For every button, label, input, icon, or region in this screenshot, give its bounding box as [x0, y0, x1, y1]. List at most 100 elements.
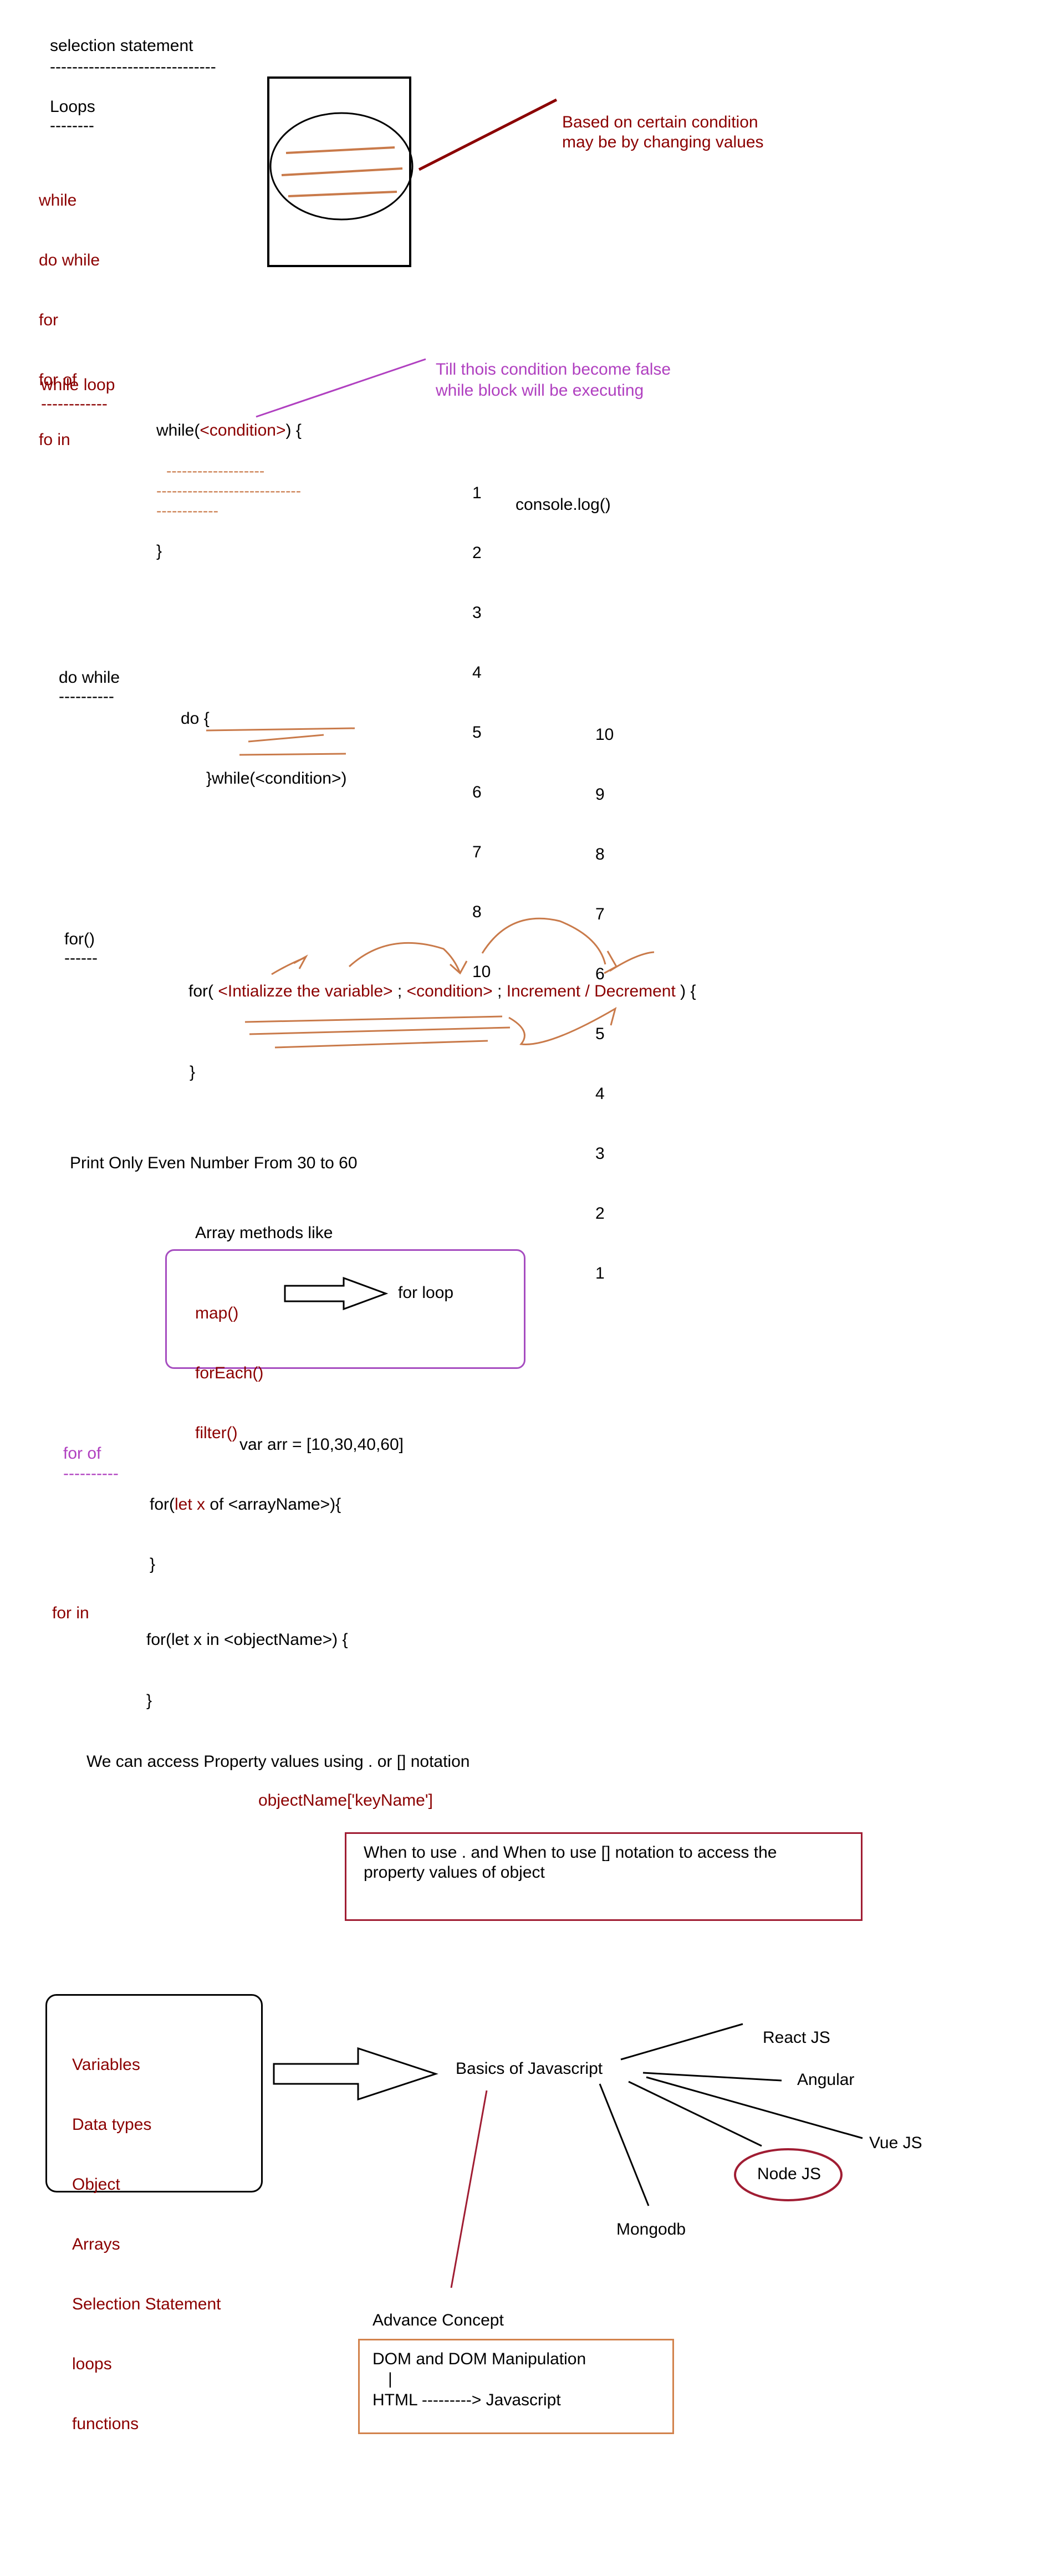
for-keyword: for( — [188, 982, 218, 1000]
output-number: 8 — [595, 845, 605, 863]
loop-type-item: for — [39, 311, 59, 329]
for-arrow-3 — [481, 917, 606, 965]
array-method-item: forEach() — [195, 1364, 264, 1382]
for-heading: for() — [64, 930, 95, 948]
selection-title: selection statement — [50, 37, 193, 55]
for-increment: Increment / Decrement — [506, 982, 676, 1000]
while-rule: ------------ — [41, 395, 108, 413]
advance-line2: HTML ---------> Javascript — [372, 2391, 561, 2409]
while-console-log: console.log() — [516, 495, 611, 514]
while-body-dash-3: ------------ — [156, 502, 218, 519]
for-of-heading: for of — [63, 1444, 101, 1463]
loops-heading: Loops — [50, 98, 95, 116]
for-arrow-2 — [348, 942, 461, 974]
output-number: 2 — [472, 544, 482, 562]
output-number: 4 — [595, 1085, 605, 1103]
loop-type-item: while — [39, 191, 77, 209]
for-body-stroke-2 — [249, 1026, 511, 1035]
basics-topic-item: loops — [72, 2355, 112, 2373]
property-access-line: We can access Property values using . or… — [86, 1752, 470, 1771]
for-code-open: for( <Intializze the variable> ; <condit… — [188, 983, 696, 1000]
for-of-let-x: let x — [175, 1495, 206, 1514]
output-number: 1 — [472, 484, 482, 502]
array-methods-title: Array methods like — [195, 1224, 333, 1242]
output-number: 7 — [595, 905, 605, 923]
array-method-item: map() — [195, 1304, 239, 1322]
while-heading: while loop — [41, 376, 115, 394]
loop-note-pointer — [418, 98, 558, 171]
output-number: 3 — [595, 1144, 605, 1163]
loop-stroke-3 — [288, 191, 397, 197]
basics-topic-item: functions — [72, 2415, 139, 2433]
for-arrow-4 — [609, 951, 655, 972]
branch-vue-label: Vue JS — [869, 2134, 922, 2152]
branch-mongodb — [599, 2083, 650, 2206]
branch-mongodb-label: Mongodb — [616, 2220, 686, 2238]
while-body-dash-1: ------------------- — [166, 462, 265, 479]
selection-title-rule: ------------------------------ — [50, 58, 216, 76]
branch-node — [628, 2081, 762, 2147]
loops-note-line2: may be by changing values — [562, 133, 764, 151]
basics-topics-list: Variables Data types Object Arrays Selec… — [72, 2015, 221, 2454]
branch-node-label: Node JS — [757, 2165, 821, 2183]
basics-center: Basics of Javascript — [456, 2059, 603, 2078]
for-code-close: } — [190, 1063, 196, 1081]
output-number: 7 — [472, 843, 482, 861]
do-while-rule: ---------- — [59, 687, 114, 706]
for-in-code-close: } — [146, 1691, 152, 1710]
output-number: 5 — [595, 1025, 605, 1043]
for-body-stroke-3 — [274, 1040, 488, 1049]
print-even-task: Print Only Even Number From 30 to 60 — [70, 1154, 358, 1172]
do-while-output-numbers: 10 9 8 7 6 5 4 3 2 1 — [595, 685, 614, 1304]
loop-stroke-2 — [281, 167, 403, 176]
basics-arrow — [273, 2047, 438, 2101]
loop-stroke-1 — [285, 146, 395, 154]
output-number: 5 — [472, 723, 482, 742]
do-stroke-3 — [239, 753, 346, 756]
while-open-brace: ) { — [285, 421, 302, 439]
property-question-box — [345, 1832, 863, 1921]
output-number: 8 — [472, 903, 482, 921]
basics-topic-item: Object — [72, 2175, 120, 2194]
for-sep-2: ; — [492, 982, 507, 1000]
for-of-keyword: for( — [150, 1495, 175, 1514]
for-init: <Intializze the variable> — [218, 982, 393, 1000]
for-arrow-1 — [271, 957, 305, 975]
output-number: 9 — [595, 785, 605, 804]
basics-topic-item: Selection Statement — [72, 2295, 221, 2313]
advance-line1: DOM and DOM Manipulation — [372, 2350, 586, 2368]
branch-advance — [450, 2090, 488, 2288]
advance-box — [358, 2339, 674, 2434]
output-number: 10 — [595, 725, 614, 744]
for-of-tail: of <arrayName>){ — [205, 1495, 341, 1514]
do-stroke-2 — [248, 734, 324, 743]
output-number: 1 — [595, 1264, 605, 1282]
for-rule: ------ — [64, 949, 98, 967]
do-while-heading: do while — [59, 668, 120, 687]
loop-types-list: while do while for for of fo in — [39, 151, 100, 470]
basics-topics-box — [45, 1994, 263, 2192]
do-while-code-close: }while(<condition>) — [206, 769, 347, 788]
property-access-example: objectName['keyName'] — [258, 1791, 433, 1810]
array-method-item: filter() — [195, 1424, 238, 1442]
for-in-code-open: for(let x in <objectName>) { — [146, 1631, 348, 1649]
while-output-numbers: 1 2 3 4 5 6 7 8 10 — [472, 443, 491, 1002]
loops-rule: -------- — [50, 116, 94, 135]
property-question-line1: When to use . and When to use [] notatio… — [364, 1843, 777, 1862]
while-note-pointer — [256, 358, 426, 418]
while-code-close: } — [156, 542, 162, 560]
for-condition: <condition> — [406, 982, 493, 1000]
do-while-code-open: do { — [181, 709, 210, 728]
advance-pipe: | — [388, 2370, 392, 2388]
do-stroke-1 — [206, 727, 355, 732]
while-keyword: while( — [156, 421, 200, 439]
loop-type-item: do while — [39, 251, 100, 269]
output-number: 3 — [472, 604, 482, 622]
for-body-stroke-1 — [244, 1015, 503, 1023]
property-question-line2: property values of object — [364, 1863, 545, 1882]
output-number: 6 — [472, 783, 482, 801]
for-of-rule: ---------- — [63, 1464, 119, 1483]
loop-type-item: fo in — [39, 431, 70, 449]
output-number: 2 — [595, 1204, 605, 1223]
loop-illustration-box — [267, 76, 411, 267]
